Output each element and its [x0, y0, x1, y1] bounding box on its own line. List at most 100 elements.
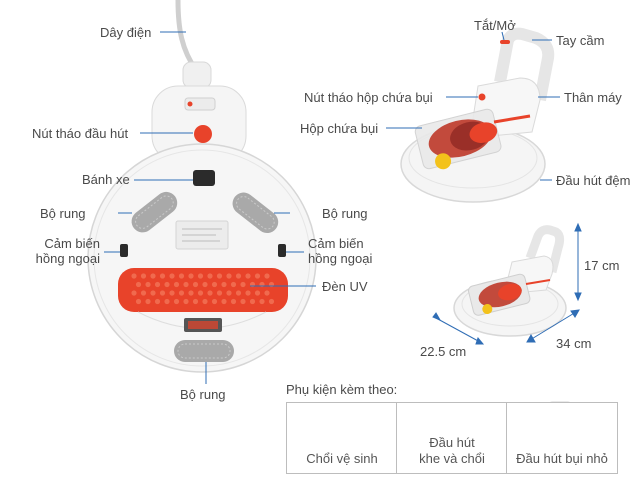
label-wheel: Bánh xe — [82, 172, 130, 187]
uv-led-dot — [150, 290, 156, 296]
uv-led-dot — [207, 273, 213, 279]
label-ir-sensor-left-line2: hồng ngoại — [35, 251, 100, 266]
handle — [494, 27, 555, 102]
bottom-view-device — [87, 0, 317, 373]
uv-led-dot — [235, 290, 242, 296]
accessory-crevice-nozzle-label-line1: Đầu hút — [429, 435, 475, 450]
uv-led-dot — [164, 281, 170, 288]
uv-led-dot — [169, 273, 175, 279]
uv-led-dot — [197, 273, 204, 279]
uv-led-dot — [264, 273, 270, 279]
uv-led-dot — [188, 290, 194, 296]
accessories-title: Phụ kiện kèm theo: — [286, 382, 398, 397]
accessory-small-nozzle: Đầu hút bụi nhỏ — [506, 402, 618, 474]
uv-led-dot — [178, 273, 185, 279]
dimension-lines — [432, 222, 582, 345]
uv-led-dot — [259, 298, 265, 305]
label-pad-nozzle: Đầu hút đệm — [556, 173, 631, 188]
vibrator-pad-left — [131, 191, 178, 233]
uv-led-dot — [240, 281, 246, 288]
label-dust-bin: Hộp chứa bụi — [300, 121, 379, 136]
uv-led-dot — [188, 273, 194, 279]
uv-led-dot — [226, 290, 232, 296]
label-nozzle-release: Nút tháo đầu hút — [32, 126, 129, 141]
uv-led-dot — [178, 290, 185, 296]
uv-led-dot — [154, 281, 161, 288]
vibrator-pad-bottom — [174, 340, 234, 362]
accessory-cleaning-brush: Chổi vệ sinh — [286, 402, 398, 474]
leader-lines-right — [386, 31, 560, 181]
uv-led-dot — [230, 298, 237, 305]
uv-led-dot — [254, 290, 261, 296]
label-ir-sensor-right-line1: Cảm biến — [308, 236, 364, 251]
label-vibrator-left: Bộ rung — [40, 206, 86, 221]
dimension-height: 17 cm — [584, 258, 620, 273]
leader-lines-left — [104, 31, 316, 384]
uv-led-dot — [264, 290, 270, 296]
accessory-cleaning-brush-label: Chổi vệ sinh — [306, 451, 378, 466]
label-ir-sensor-left: Cảm biến hồng ngoại — [12, 236, 100, 266]
uv-led-dot — [159, 273, 166, 279]
uv-led-dot — [221, 281, 227, 288]
uv-led-dot — [216, 290, 223, 296]
uv-led-dot — [173, 298, 180, 305]
dimension-view-device — [453, 225, 567, 337]
uv-led-dot — [183, 298, 189, 305]
label-ir-sensor-right-line2: hồng ngoại — [308, 251, 373, 266]
uv-led-dot — [249, 298, 256, 305]
vibrator-pad-right — [232, 192, 279, 234]
uv-led-dot — [245, 290, 251, 296]
uv-led-dot — [131, 273, 137, 279]
uv-led-dot — [154, 298, 161, 305]
ir-sensor-right — [278, 244, 286, 257]
uv-led-dot — [140, 290, 147, 296]
uv-led-dot — [230, 281, 237, 288]
label-vibrator-right: Bộ rung — [322, 206, 368, 221]
power-button — [500, 40, 510, 44]
label-power-cord: Dây điện — [100, 25, 152, 40]
uv-led-dot — [268, 298, 275, 305]
uv-led-dot — [211, 298, 218, 305]
dimension-width: 34 cm — [556, 336, 592, 351]
accessory-crevice-nozzle: Đầu hút khe và chổi — [396, 402, 508, 474]
uv-led-dot — [183, 281, 189, 288]
dust-bin — [414, 108, 502, 170]
label-ir-sensor-left-line1: Cảm biến — [44, 236, 100, 251]
label-bin-release: Nút tháo hộp chứa bụi — [304, 90, 433, 105]
uv-led-dot — [169, 290, 175, 296]
label-vibrator-bottom: Bộ rung — [180, 387, 226, 402]
uv-led-dot — [140, 273, 147, 279]
uv-led-dot — [173, 281, 180, 288]
nozzle-release-button — [194, 125, 212, 143]
wheel — [193, 170, 215, 186]
bin-release-button — [478, 93, 486, 101]
label-handle: Tay cầm — [556, 33, 605, 48]
uv-led-dot — [164, 298, 170, 305]
uv-led-dot — [192, 298, 199, 305]
label-ir-sensor-right: Cảm biến hồng ngoại — [308, 236, 372, 266]
accessory-small-nozzle-label: Đầu hút bụi nhỏ — [516, 451, 608, 466]
label-body: Thân máy — [564, 90, 622, 105]
uv-led-dot — [235, 273, 242, 279]
accessory-crevice-nozzle-label-line2: khe và chổi — [419, 451, 485, 466]
label-on-off: Tắt/Mở — [474, 18, 516, 33]
uv-led-dot — [211, 281, 218, 288]
uv-led-dot — [226, 273, 232, 279]
side-view-device — [400, 27, 555, 203]
uv-led-dot — [202, 298, 208, 305]
uv-led-dot — [135, 298, 142, 305]
label-uv-lamp: Đèn UV — [322, 279, 368, 294]
uv-led-dot — [159, 290, 166, 296]
uv-led-dot — [131, 290, 137, 296]
uv-led-dot — [245, 273, 251, 279]
uv-led-dot — [197, 290, 204, 296]
uv-led-dot — [145, 281, 151, 288]
uv-led-dot — [240, 298, 246, 305]
power-cord — [175, 0, 199, 73]
uv-led-dot — [150, 273, 156, 279]
uv-led-dot — [135, 281, 142, 288]
uv-led-dot — [254, 273, 261, 279]
uv-led-dot — [192, 281, 199, 288]
uv-led-dot — [207, 290, 213, 296]
uv-led-dot — [221, 298, 227, 305]
